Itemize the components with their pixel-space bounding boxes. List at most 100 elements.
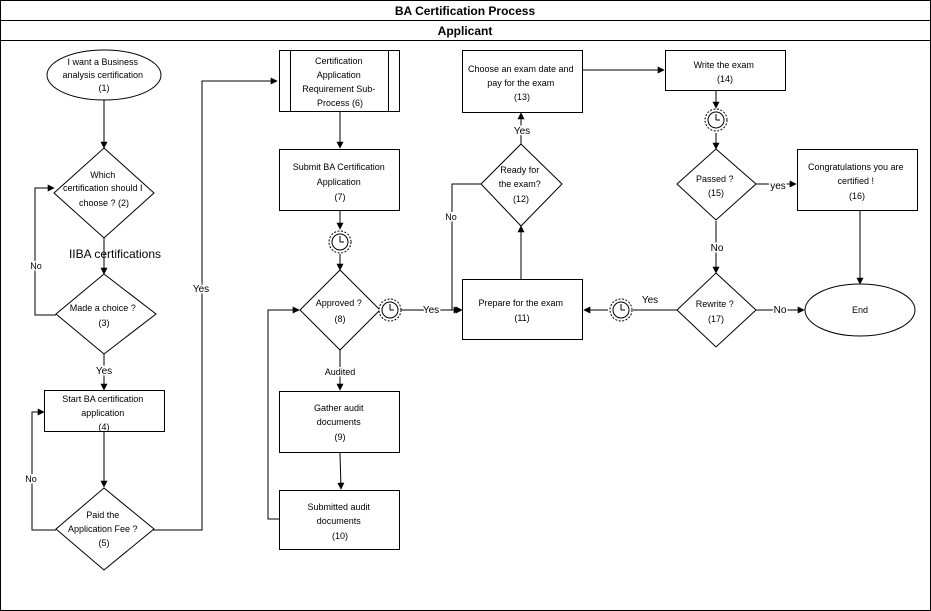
node-2-line-1: Which <box>90 170 115 180</box>
svg-text:Made a choice ? (3): Made a choice ? (3) <box>70 303 139 328</box>
edge-label-n12-yes: Yes <box>514 126 530 137</box>
node-4-line-1: Start BA certification <box>62 394 143 404</box>
svg-text:Approved ? (8): Approved ? (8) <box>316 298 365 324</box>
node-10-line-3: (10) <box>332 531 348 541</box>
node-16-line-3: (16) <box>849 191 865 201</box>
node-4-task[interactable]: Start BA certification application (4) <box>44 390 165 433</box>
node-2-decision[interactable]: Which certification should I choose ? (2… <box>53 147 155 239</box>
node-10-line-1: Submitted audit <box>307 502 370 512</box>
node-14-line-1: Write the exam <box>694 60 754 70</box>
edge-label-n3-no: No <box>30 261 42 271</box>
svg-text:Rewrite ? (17): Rewrite ? (17) <box>696 299 737 324</box>
node-4-line-2: application <box>81 408 124 418</box>
node-5-line-3: (5) <box>99 538 110 548</box>
edge-label-n17-no: No <box>774 305 787 316</box>
svg-text:Which certification shou: Which certification should I choose ? (2… <box>63 170 145 208</box>
node-9-line-3: (9) <box>335 432 346 442</box>
edge-label-n8-yes: Yes <box>423 305 439 316</box>
node-16-task[interactable]: Congratulations you are certified ! (16) <box>797 149 918 211</box>
node-12-line-2: the exam? <box>499 179 541 189</box>
timer-event-icon <box>609 298 633 322</box>
svg-text:Start BA certification a: Start BA certification application (4) <box>62 394 146 432</box>
node-9-line-1: Gather audit <box>314 403 364 413</box>
node-14-line-2: (14) <box>717 74 733 84</box>
node-8-line-1: Approved ? <box>316 298 362 308</box>
node-7-line-1: Submit BA Certification <box>293 162 385 172</box>
node-6-subprocess[interactable]: Certification Application Requirement Su… <box>279 50 400 112</box>
node-12-line-3: (12) <box>513 194 529 204</box>
node-6-line-4: Process (6) <box>317 98 363 108</box>
edge-label-n15-yes: yes <box>770 181 786 192</box>
node-7-line-2: Application <box>317 177 361 187</box>
node-13-line-2: pay for the exam <box>487 78 554 88</box>
edges <box>31 66 864 531</box>
node-3-line-1: Made a choice ? <box>70 303 136 313</box>
edge-label-n5-no: No <box>25 474 37 484</box>
node-13-line-1: Choose an exam date and <box>468 64 574 74</box>
svg-text:Certification Applicatio: Certification Application Requirement Su… <box>302 56 378 108</box>
node-17-line-2: (17) <box>708 314 724 324</box>
node-15-line-2: (15) <box>708 188 724 198</box>
edge-12-11-no <box>451 183 481 314</box>
node-6-line-1: Certification <box>315 56 363 66</box>
edge-5-4-no <box>31 408 56 531</box>
node-2-line-2: certification should I <box>63 183 143 193</box>
edge-labels: No Yes No Yes Yes Audited No Yes yes No … <box>24 125 789 486</box>
node-9-line-2: documents <box>317 417 362 427</box>
edge-label-n5-yes: Yes <box>193 284 209 295</box>
node-13-line-3: (13) <box>514 92 530 102</box>
node-4-line-3: (4) <box>99 422 110 432</box>
edge-label-n17-yes: Yes <box>642 295 658 306</box>
node-14-task[interactable]: Write the exam (14) <box>665 50 786 91</box>
svg-text:Submit BA Certification: Submit BA Certification Application (7) <box>293 162 388 202</box>
node-5-line-1: Paid the <box>86 510 119 520</box>
node-1-line-1: I want a Business <box>67 57 138 67</box>
node-1-start-event[interactable]: I want a Business analysis certification… <box>46 49 162 101</box>
node-12-decision[interactable]: Ready for the exam? (12) <box>480 143 563 227</box>
node-7-task[interactable]: Submit BA Certification Application (7) <box>279 149 400 211</box>
node-9-task[interactable]: Gather audit documents (9) <box>279 391 400 453</box>
svg-text:Paid the Application Fee: Paid the Application Fee ? (5) <box>68 510 140 548</box>
svg-text:Passed ? (15): Passed ? (15) <box>696 174 736 198</box>
end-label: End <box>852 305 868 315</box>
svg-text:Choose an exam date and: Choose an exam date and pay for the exam… <box>468 64 576 102</box>
svg-text:Congratulations you are: Congratulations you are certified ! (16) <box>808 162 906 201</box>
iiba-annotation: IIBA certifications <box>69 247 161 261</box>
node-5-decision[interactable]: Paid the Application Fee ? (5) <box>55 487 155 571</box>
node-6-line-2: Application <box>317 70 361 80</box>
edge-9-10 <box>337 452 345 490</box>
node-13-task[interactable]: Choose an exam date and pay for the exam… <box>462 50 583 113</box>
node-17-line-1: Rewrite ? <box>696 299 734 309</box>
node-7-line-3: (7) <box>335 192 346 202</box>
lane-title: Applicant <box>438 24 493 38</box>
node-8-decision[interactable]: Approved ? (8) <box>299 269 381 351</box>
svg-text:Prepare for the exam (11: Prepare for the exam (11) <box>478 298 565 323</box>
end-event[interactable]: End <box>804 283 916 337</box>
node-1-line-2: analysis certification <box>62 70 143 80</box>
edge-label-n3-yes: Yes <box>96 366 112 377</box>
svg-text:Submitted audit document: Submitted audit documents (10) <box>307 502 372 541</box>
node-10-task[interactable]: Submitted audit documents (10) <box>279 490 400 550</box>
node-5-line-2: Application Fee ? <box>68 524 138 534</box>
edge-5-6-yes <box>153 77 278 531</box>
node-3-decision[interactable]: Made a choice ? (3) <box>55 273 157 355</box>
node-16-line-2: certified ! <box>837 176 874 186</box>
edge-label-n15-no: No <box>711 243 724 254</box>
node-15-line-1: Passed ? <box>696 174 734 184</box>
node-10-line-2: documents <box>317 516 362 526</box>
timer-event-icon <box>328 230 352 254</box>
node-6-line-3: Requirement Sub- <box>302 84 375 94</box>
node-17-decision[interactable]: Rewrite ? (17) <box>676 272 757 348</box>
edge-label-n8-audited: Audited <box>325 367 356 377</box>
edge-3-2-no <box>34 184 56 316</box>
node-2-line-3: choose ? (2) <box>79 198 129 208</box>
node-15-decision[interactable]: Passed ? (15) <box>676 148 757 221</box>
node-11-line-1: Prepare for the exam <box>478 298 563 308</box>
timer-event-icon <box>704 108 728 132</box>
node-11-task[interactable]: Prepare for the exam (11) <box>462 279 583 340</box>
node-1-line-3: (1) <box>99 83 110 93</box>
svg-text:Write the exam (14): Write the exam (14) <box>694 60 757 84</box>
node-16-line-1: Congratulations you are <box>808 162 904 172</box>
edge-10-8 <box>267 306 300 520</box>
